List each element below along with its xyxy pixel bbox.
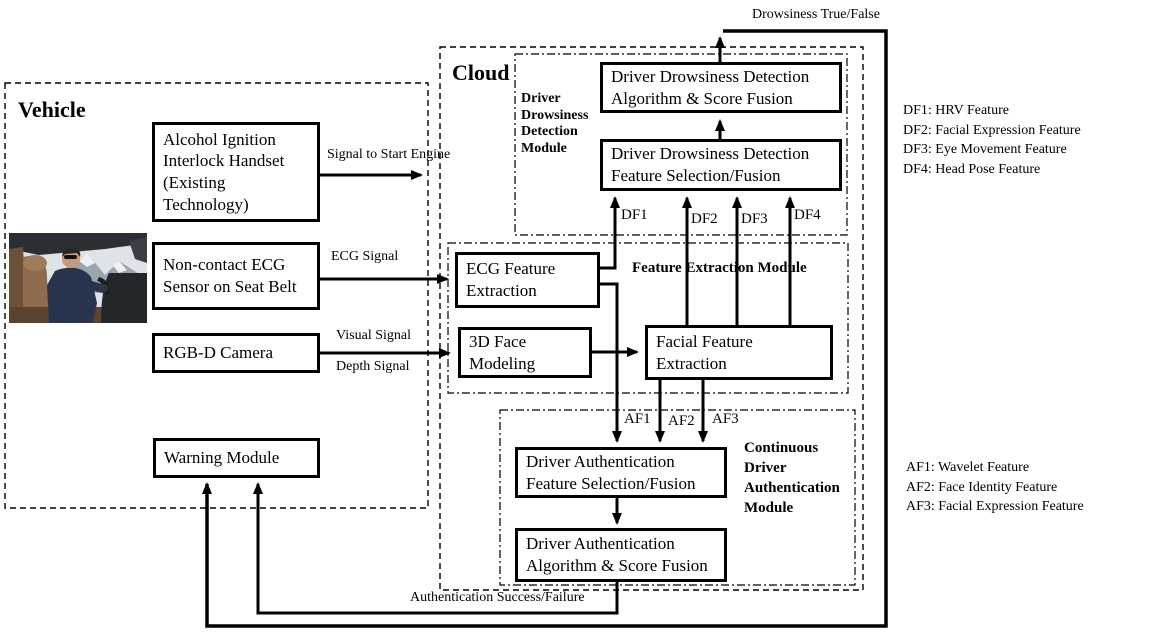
- rgbd-camera-box: RGB-D Camera: [152, 333, 320, 373]
- drowsiness-module-title: Driver Drowsiness Detection Module: [521, 91, 589, 156]
- auth-output-label: Authentication Success/Failure: [410, 590, 585, 605]
- auth-algorithm-label: Driver Authentication Algorithm & Score …: [526, 534, 708, 575]
- df1-label: DF1: [621, 207, 648, 223]
- warning-module-label: Warning Module: [164, 448, 280, 468]
- vehicle-container-border: [4, 82, 429, 509]
- af-legend-line: AF1: Wavelet Feature: [906, 460, 1030, 475]
- warning-module-box: Warning Module: [153, 438, 320, 478]
- auth-selection-box: Driver Authentication Feature Selection/…: [515, 447, 727, 498]
- drowsiness-selection-box: Driver Drowsiness Detection Feature Sele…: [600, 139, 842, 191]
- authentication-module-border: [499, 409, 856, 586]
- ecg-sensor-box: Non-contact ECG Sensor on Seat Belt: [152, 242, 320, 310]
- af3-label: AF3: [712, 411, 739, 427]
- df-legend-line: DF3: Eye Movement Feature: [903, 142, 1067, 157]
- df1-arrow: [600, 196, 620, 270]
- ecg-signal-label: ECG Signal: [331, 249, 399, 264]
- vehicle-title: Vehicle: [18, 97, 86, 122]
- drowsiness-feedback-route: [202, 29, 888, 628]
- signal-start-engine-label: Signal to Start Engine: [327, 147, 451, 162]
- df-legend-line: DF2: Facial Expression Feature: [903, 122, 1081, 138]
- ecg-feature-extraction-label: ECG Feature Extraction: [466, 259, 556, 300]
- rgbd-camera-label: RGB-D Camera: [163, 343, 274, 363]
- df2-label: DF2: [691, 211, 718, 227]
- df-legend: DF1: HRV Feature DF2: Facial Expression …: [903, 101, 1081, 179]
- face-modeling-box: 3D Face Modeling: [458, 327, 592, 378]
- feature-extraction-module-border: [447, 242, 849, 394]
- af-legend-line: AF2: Face Identity Feature: [906, 479, 1058, 495]
- facial-feature-extraction-label: Facial Feature Extraction: [656, 331, 753, 373]
- ecg-sensor-label: Non-contact ECG Sensor on Seat Belt: [163, 255, 297, 296]
- af1-arrow: [600, 282, 622, 443]
- visual-signal-label: Visual Signal: [336, 328, 411, 343]
- drowsiness-algorithm-box: Driver Drowsiness Detection Algorithm & …: [600, 62, 842, 113]
- driver-photo: [9, 233, 147, 323]
- drowsiness-algorithm-label: Driver Drowsiness Detection Algorithm & …: [611, 66, 810, 108]
- cloud-title: Cloud: [452, 60, 510, 85]
- alcohol-interlock-label: Alcohol Ignition Interlock Handset (Exis…: [163, 129, 285, 214]
- af1-label: AF1: [624, 411, 651, 427]
- feature-extraction-module-title: Feature Extraction Module: [632, 260, 807, 276]
- drowsiness-module-border: [514, 53, 848, 236]
- ecg-feature-extraction-box: ECG Feature Extraction: [455, 252, 600, 308]
- authentication-feedback-route: [253, 482, 619, 615]
- af-legend-line: AF3: Facial Expression Feature: [906, 499, 1084, 514]
- df-legend-line: DF4: Head Pose Feature: [903, 161, 1041, 177]
- authentication-module-title: Continuous Driver Authentication Module: [744, 440, 840, 516]
- df4-label: DF4: [794, 207, 821, 223]
- depth-signal-label: Depth Signal: [336, 359, 410, 374]
- drowsiness-output-label: Drowsiness True/False: [752, 7, 880, 22]
- alcohol-interlock-box: Alcohol Ignition Interlock Handset (Exis…: [152, 122, 320, 222]
- drowsiness-selection-label: Driver Drowsiness Detection Feature Sele…: [611, 144, 810, 185]
- facial-feature-extraction-box: Facial Feature Extraction: [645, 325, 833, 380]
- auth-selection-label: Driver Authentication Feature Selection/…: [526, 451, 696, 493]
- af2-label: AF2: [668, 413, 695, 429]
- af-legend: AF1: Wavelet Feature AF2: Face Identity …: [906, 458, 1084, 517]
- auth-algorithm-box: Driver Authentication Algorithm & Score …: [515, 528, 727, 582]
- face-modeling-label: 3D Face Modeling: [469, 331, 536, 373]
- df3-label: DF3: [741, 211, 768, 227]
- df-legend-line: DF1: HRV Feature: [903, 103, 1009, 118]
- cloud-container-border: [439, 46, 864, 591]
